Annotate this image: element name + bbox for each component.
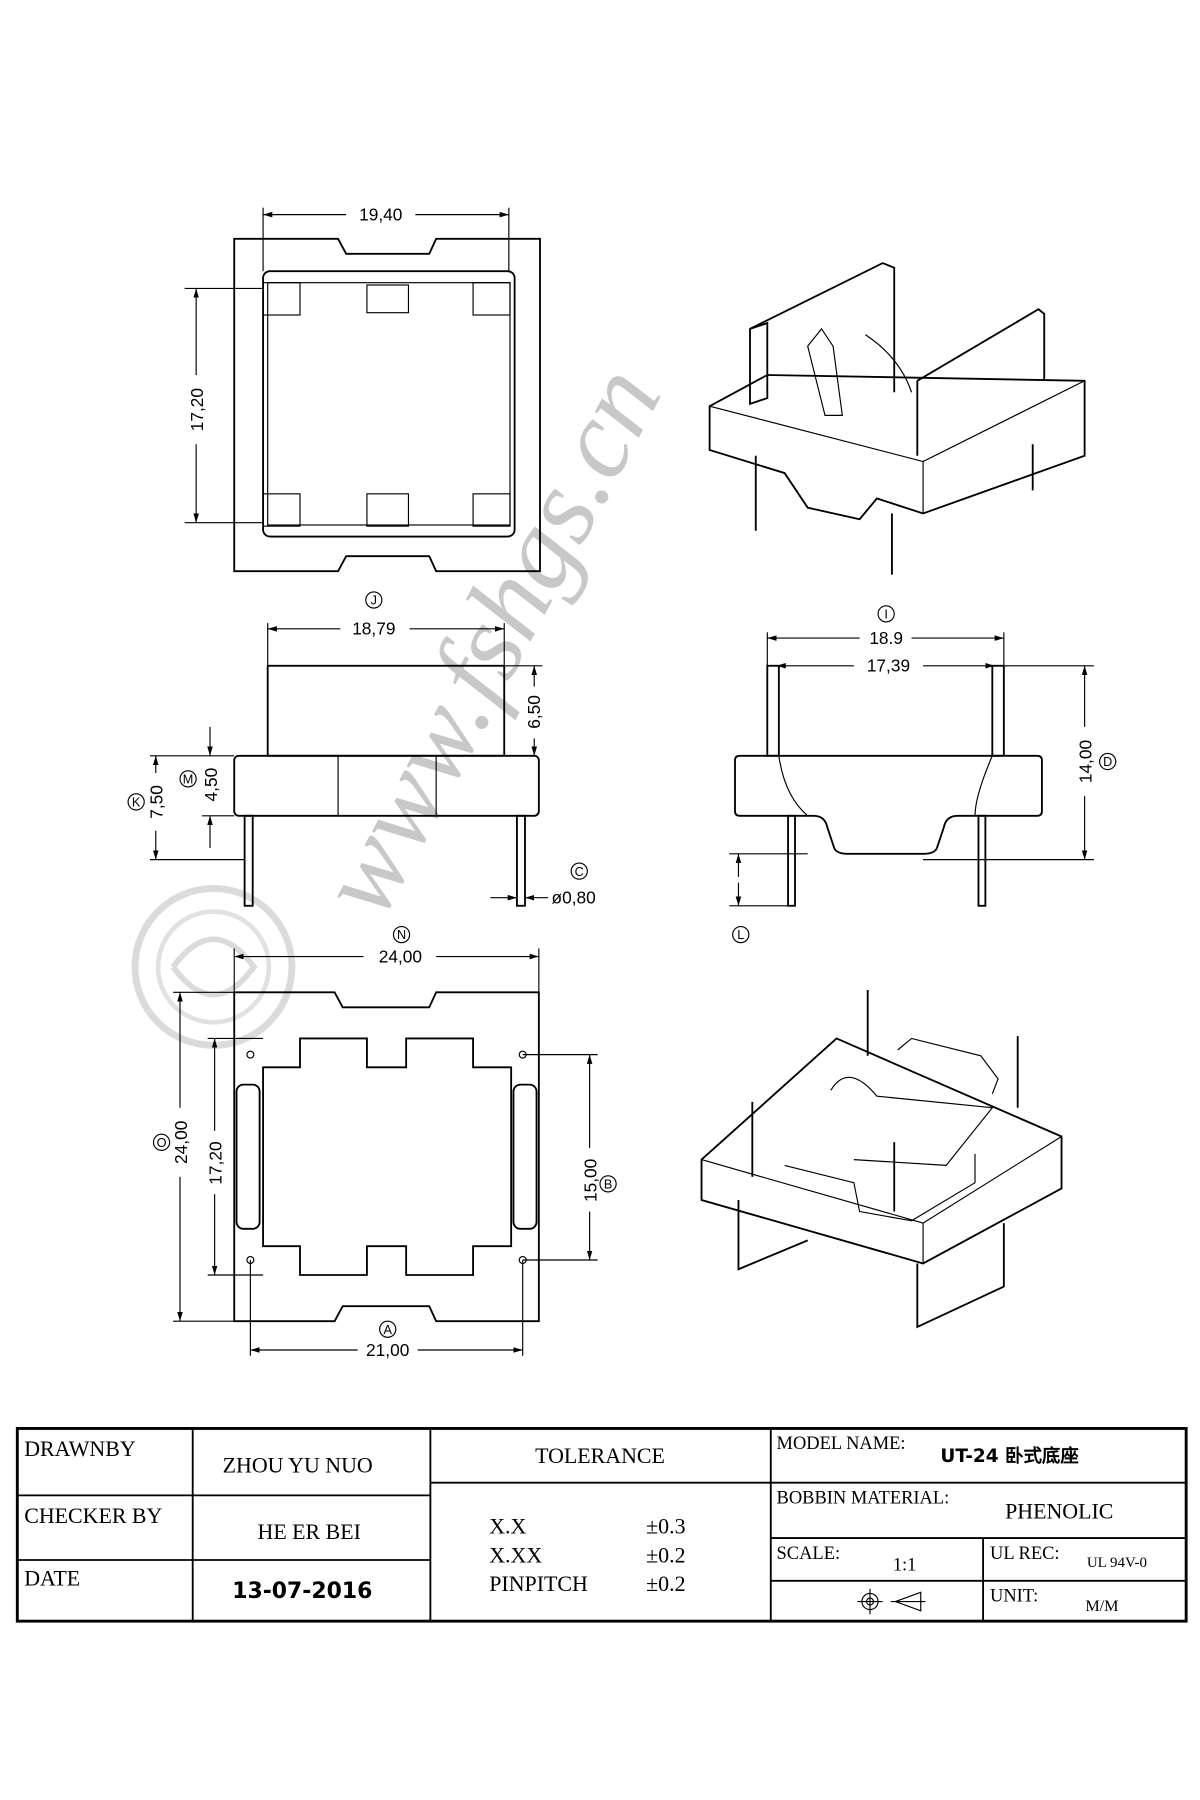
label-K: K xyxy=(132,796,141,810)
watermark-logo xyxy=(131,884,296,1049)
drawn-by-label: DRAWNBY xyxy=(24,1436,136,1461)
dim-outer-width: 18.9 xyxy=(869,628,903,648)
dim-pin-span: 21,00 xyxy=(366,1340,409,1360)
date-label: DATE xyxy=(24,1565,80,1590)
material-value: PHENOLIC xyxy=(1005,1498,1113,1523)
watermark-text: www.fshgs.cn xyxy=(293,346,684,934)
ul-label: UL REC: xyxy=(990,1543,1060,1563)
tolerance-key-0: X.X xyxy=(489,1513,526,1538)
dim-bottom-height: 24,00 xyxy=(171,1121,191,1164)
dim-top-height: 17,20 xyxy=(187,388,207,431)
dim-inner-width: 17,39 xyxy=(867,656,910,676)
scale-label: SCALE: xyxy=(777,1543,841,1563)
tolerance-key-1: X.XX xyxy=(489,1542,542,1567)
side-view-front: J 18,79 6,50 4,50 M 7,50 K ø0,80 C xyxy=(127,591,596,907)
isometric-view-bottom xyxy=(700,989,1063,1329)
unit-value: M/M xyxy=(1085,1598,1118,1615)
dim-total-height-end: 14,00 xyxy=(1076,740,1096,783)
dim-body-height: 4,50 xyxy=(201,768,221,802)
projection-symbol-icon xyxy=(857,1588,926,1615)
label-L: L xyxy=(737,928,744,942)
drawn-by-value: ZHOU YU NUO xyxy=(223,1452,373,1477)
label-I: I xyxy=(884,607,888,621)
label-D: D xyxy=(1103,755,1112,769)
tolerance-value-0: ±0.3 xyxy=(646,1513,685,1538)
side-view-end: I 18.9 17,39 14,00 D L xyxy=(729,605,1117,944)
tolerance-value-1: ±0.2 xyxy=(646,1542,685,1567)
dim-pin-pitch: 15,00 xyxy=(581,1159,601,1202)
label-N: N xyxy=(397,928,406,942)
dim-bottom-width: 24,00 xyxy=(379,946,422,966)
model-name-value: UT-24 卧式底座 xyxy=(940,1445,1079,1467)
checker-label: CHECKER BY xyxy=(24,1503,162,1528)
unit-label: UNIT: xyxy=(990,1586,1038,1606)
dim-pin-diameter: ø0,80 xyxy=(552,887,596,907)
title-block: DRAWNBY ZHOU YU NUO CHECKER BY HE ER BEI… xyxy=(15,1427,1188,1623)
material-label: BOBBIN MATERIAL: xyxy=(777,1487,950,1507)
label-B: B xyxy=(604,1177,612,1191)
tolerance-key-2: PINPITCH xyxy=(489,1571,588,1596)
dim-inner-height: 17,20 xyxy=(206,1141,226,1184)
isometric-view-top xyxy=(708,262,1086,575)
label-M: M xyxy=(183,772,194,786)
tolerance-label: TOLERANCE xyxy=(535,1443,665,1468)
scale-value: 1:1 xyxy=(893,1554,917,1574)
label-O: O xyxy=(157,1136,167,1150)
ul-value: UL 94V-0 xyxy=(1087,1555,1147,1571)
dim-side-width: 18,79 xyxy=(352,619,395,639)
label-A: A xyxy=(383,1323,392,1337)
bottom-view: N 24,00 24,00 O 17,20 15,00 B 21,00 A xyxy=(152,925,617,1360)
checker-value: HE ER BEI xyxy=(258,1519,361,1544)
label-J: J xyxy=(371,594,377,608)
dim-top-width: 19,40 xyxy=(359,204,402,224)
date-value: 13-07-2016 xyxy=(232,1579,372,1604)
dim-total-height: 7,50 xyxy=(147,785,167,819)
model-name-label: MODEL NAME: xyxy=(777,1433,906,1453)
tolerance-value-2: ±0.2 xyxy=(646,1571,685,1596)
top-view: 19,40 17,20 xyxy=(184,204,541,573)
label-C: C xyxy=(575,865,584,879)
dim-wall-height: 6,50 xyxy=(524,695,544,729)
